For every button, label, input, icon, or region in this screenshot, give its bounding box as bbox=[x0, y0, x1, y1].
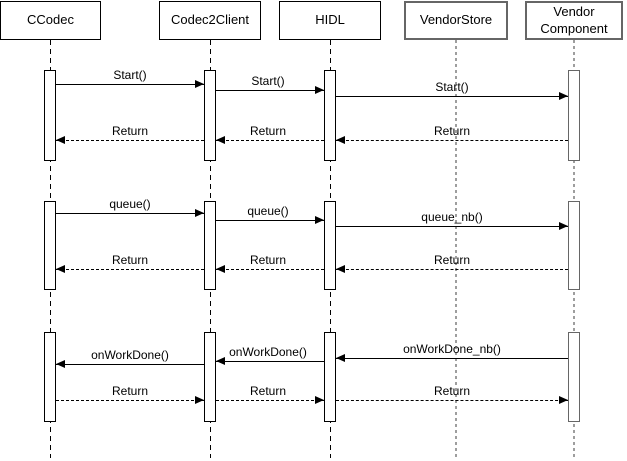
activation-hidl-s1 bbox=[324, 70, 336, 161]
message-line-onworkdone-nb bbox=[336, 358, 568, 359]
activation-vendor-component-s1 bbox=[568, 70, 580, 161]
activation-codec2client-s2 bbox=[204, 201, 216, 290]
return-line-s3-3 bbox=[336, 400, 568, 401]
actor-label-hidl: HIDL bbox=[315, 12, 345, 28]
arrowhead-right-icon bbox=[559, 92, 568, 100]
message-line-queue-1 bbox=[56, 213, 204, 214]
message-label-onworkdone-nb: onWorkDone_nb() bbox=[403, 342, 501, 356]
arrowhead-right-icon bbox=[315, 396, 324, 404]
return-line-s1-1 bbox=[56, 140, 204, 141]
arrowhead-right-icon bbox=[195, 209, 204, 217]
arrowhead-right-icon bbox=[195, 396, 204, 404]
return-line-s3-1 bbox=[56, 400, 204, 401]
message-line-queue-nb bbox=[336, 226, 568, 227]
activation-vendor-component-s3 bbox=[568, 332, 580, 422]
return-line-s2-2 bbox=[216, 269, 324, 270]
message-label-queue-nb: queue_nb() bbox=[421, 210, 483, 224]
return-label-s3-2: Return bbox=[249, 384, 287, 398]
message-line-onworkdone-2 bbox=[216, 361, 324, 362]
arrowhead-right-icon bbox=[559, 222, 568, 230]
lifeline-vendorstore bbox=[455, 40, 457, 458]
actor-box-vendorstore: VendorStore bbox=[404, 1, 508, 40]
activation-ccodec-s1 bbox=[44, 70, 56, 161]
actor-label-ccodec: CCodec bbox=[27, 12, 74, 28]
message-label-start-1: Start() bbox=[113, 68, 147, 82]
arrowhead-right-icon bbox=[195, 80, 204, 88]
actor-box-hidl: HIDL bbox=[279, 1, 381, 40]
message-label-onworkdone-2: onWorkDone() bbox=[229, 345, 307, 359]
return-label-s3-1: Return bbox=[111, 384, 149, 398]
arrowhead-left-icon bbox=[56, 360, 65, 368]
arrowhead-right-icon bbox=[315, 216, 324, 224]
actor-label-vendorstore: VendorStore bbox=[419, 12, 493, 28]
actor-label-codec2client: Codec2Client bbox=[170, 12, 250, 28]
arrowhead-left-icon bbox=[216, 357, 225, 365]
arrowhead-right-icon bbox=[559, 396, 568, 404]
return-label-s2-3: Return bbox=[433, 253, 471, 267]
return-label-s1-3: Return bbox=[433, 124, 471, 138]
arrowhead-left-icon bbox=[336, 265, 345, 273]
arrowhead-left-icon bbox=[336, 136, 345, 144]
arrowhead-left-icon bbox=[56, 136, 65, 144]
return-label-s2-2: Return bbox=[249, 253, 287, 267]
return-label-s3-3: Return bbox=[433, 384, 471, 398]
arrowhead-left-icon bbox=[336, 354, 345, 362]
activation-ccodec-s3 bbox=[44, 332, 56, 422]
return-label-s2-1: Return bbox=[111, 253, 149, 267]
return-line-s1-2 bbox=[216, 140, 324, 141]
activation-hidl-s2 bbox=[324, 201, 336, 290]
actor-label-vendor-component: Vendor Component bbox=[540, 4, 608, 36]
activation-codec2client-s1 bbox=[204, 70, 216, 161]
arrowhead-left-icon bbox=[216, 265, 225, 273]
message-line-onworkdone-1 bbox=[56, 364, 204, 365]
return-label-s1-1: Return bbox=[111, 124, 149, 138]
activation-ccodec-s2 bbox=[44, 201, 56, 290]
message-label-queue-1: queue() bbox=[109, 197, 151, 211]
activation-codec2client-s3 bbox=[204, 332, 216, 422]
actor-box-vendor-component: Vendor Component bbox=[525, 1, 623, 40]
message-label-queue-2: queue() bbox=[247, 204, 289, 218]
actor-box-codec2client: Codec2Client bbox=[159, 1, 261, 40]
return-line-s2-3 bbox=[336, 269, 568, 270]
actor-box-ccodec: CCodec bbox=[0, 1, 101, 40]
arrowhead-left-icon bbox=[56, 265, 65, 273]
return-label-s1-2: Return bbox=[249, 124, 287, 138]
activation-hidl-s3 bbox=[324, 332, 336, 422]
return-line-s3-2 bbox=[216, 400, 324, 401]
activation-vendor-component-s2 bbox=[568, 201, 580, 290]
message-line-queue-2 bbox=[216, 220, 324, 221]
arrowhead-right-icon bbox=[315, 86, 324, 94]
message-label-start-3: Start() bbox=[435, 80, 469, 94]
message-line-start-1 bbox=[56, 84, 204, 85]
message-line-start-3 bbox=[336, 96, 568, 97]
message-label-start-2: Start() bbox=[251, 74, 285, 88]
return-line-s2-1 bbox=[56, 269, 204, 270]
message-label-onworkdone-1: onWorkDone() bbox=[91, 348, 169, 362]
arrowhead-left-icon bbox=[216, 136, 225, 144]
message-line-start-2 bbox=[216, 90, 324, 91]
return-line-s1-3 bbox=[336, 140, 568, 141]
